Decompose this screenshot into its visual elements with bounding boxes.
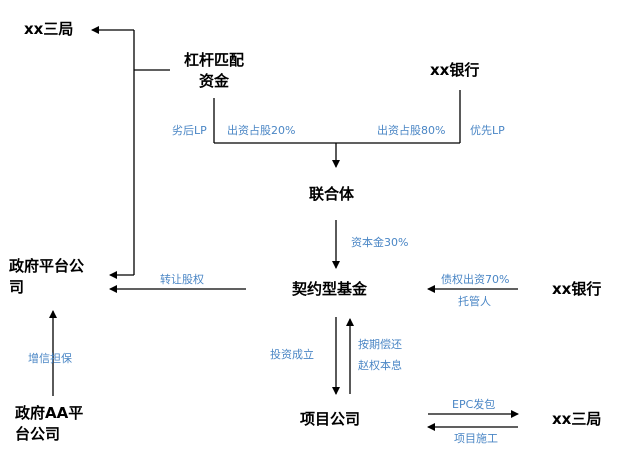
project-company-node: 项目公司 [300, 410, 361, 428]
gov-aa-platform-node: 政府AA平 台公司 [15, 403, 83, 445]
consortium-node: 联合体 [309, 185, 355, 203]
invest-establish-label: 投资成立 [270, 348, 314, 361]
epc-label: EPC发包 [452, 398, 496, 411]
gov-aa-line-2: 台公司 [15, 425, 61, 443]
transfer-equity-label: 转让股权 [160, 273, 204, 286]
leverage-funds-line-2: 资金 [198, 72, 229, 90]
custodian-label: 托管人 [458, 295, 491, 308]
equity-20-label: 出资占股20% [227, 124, 296, 137]
priority-lp-label: 优先LP [470, 124, 505, 137]
gov-platform-node: 政府平台公 司 [9, 256, 84, 298]
construction-label: 项目施工 [454, 432, 498, 445]
gov-platform-line-1: 政府平台公 [9, 257, 85, 275]
xx-bank-top-node: xx银行 [430, 61, 480, 79]
equity-80-label: 出资占股80% [377, 124, 446, 137]
capital-30-label: 资本金30% [351, 236, 409, 249]
xx-sanju-bottom-node: xx三局 [552, 410, 602, 428]
leverage-funds-line-1: 杠杆匹配 [183, 51, 244, 69]
xx-sanju-top-node: xx三局 [24, 20, 74, 38]
xx-bank-right-node: xx银行 [552, 280, 602, 298]
leverage-funds-node: 杠杆匹配 资金 [172, 50, 256, 92]
repay-label-2: 赵权本息 [358, 359, 402, 372]
contract-fund-node: 契约型基金 [292, 280, 368, 298]
gov-aa-line-1: 政府AA平 [15, 404, 84, 422]
repay-label-1: 按期偿还 [358, 338, 402, 351]
debt-70-label: 债权出资70% [441, 273, 510, 286]
credit-guarantee-label: 增信担保 [28, 352, 72, 365]
subordinate-lp-label: 劣后LP [172, 124, 207, 137]
gov-platform-line-2: 司 [9, 278, 25, 296]
